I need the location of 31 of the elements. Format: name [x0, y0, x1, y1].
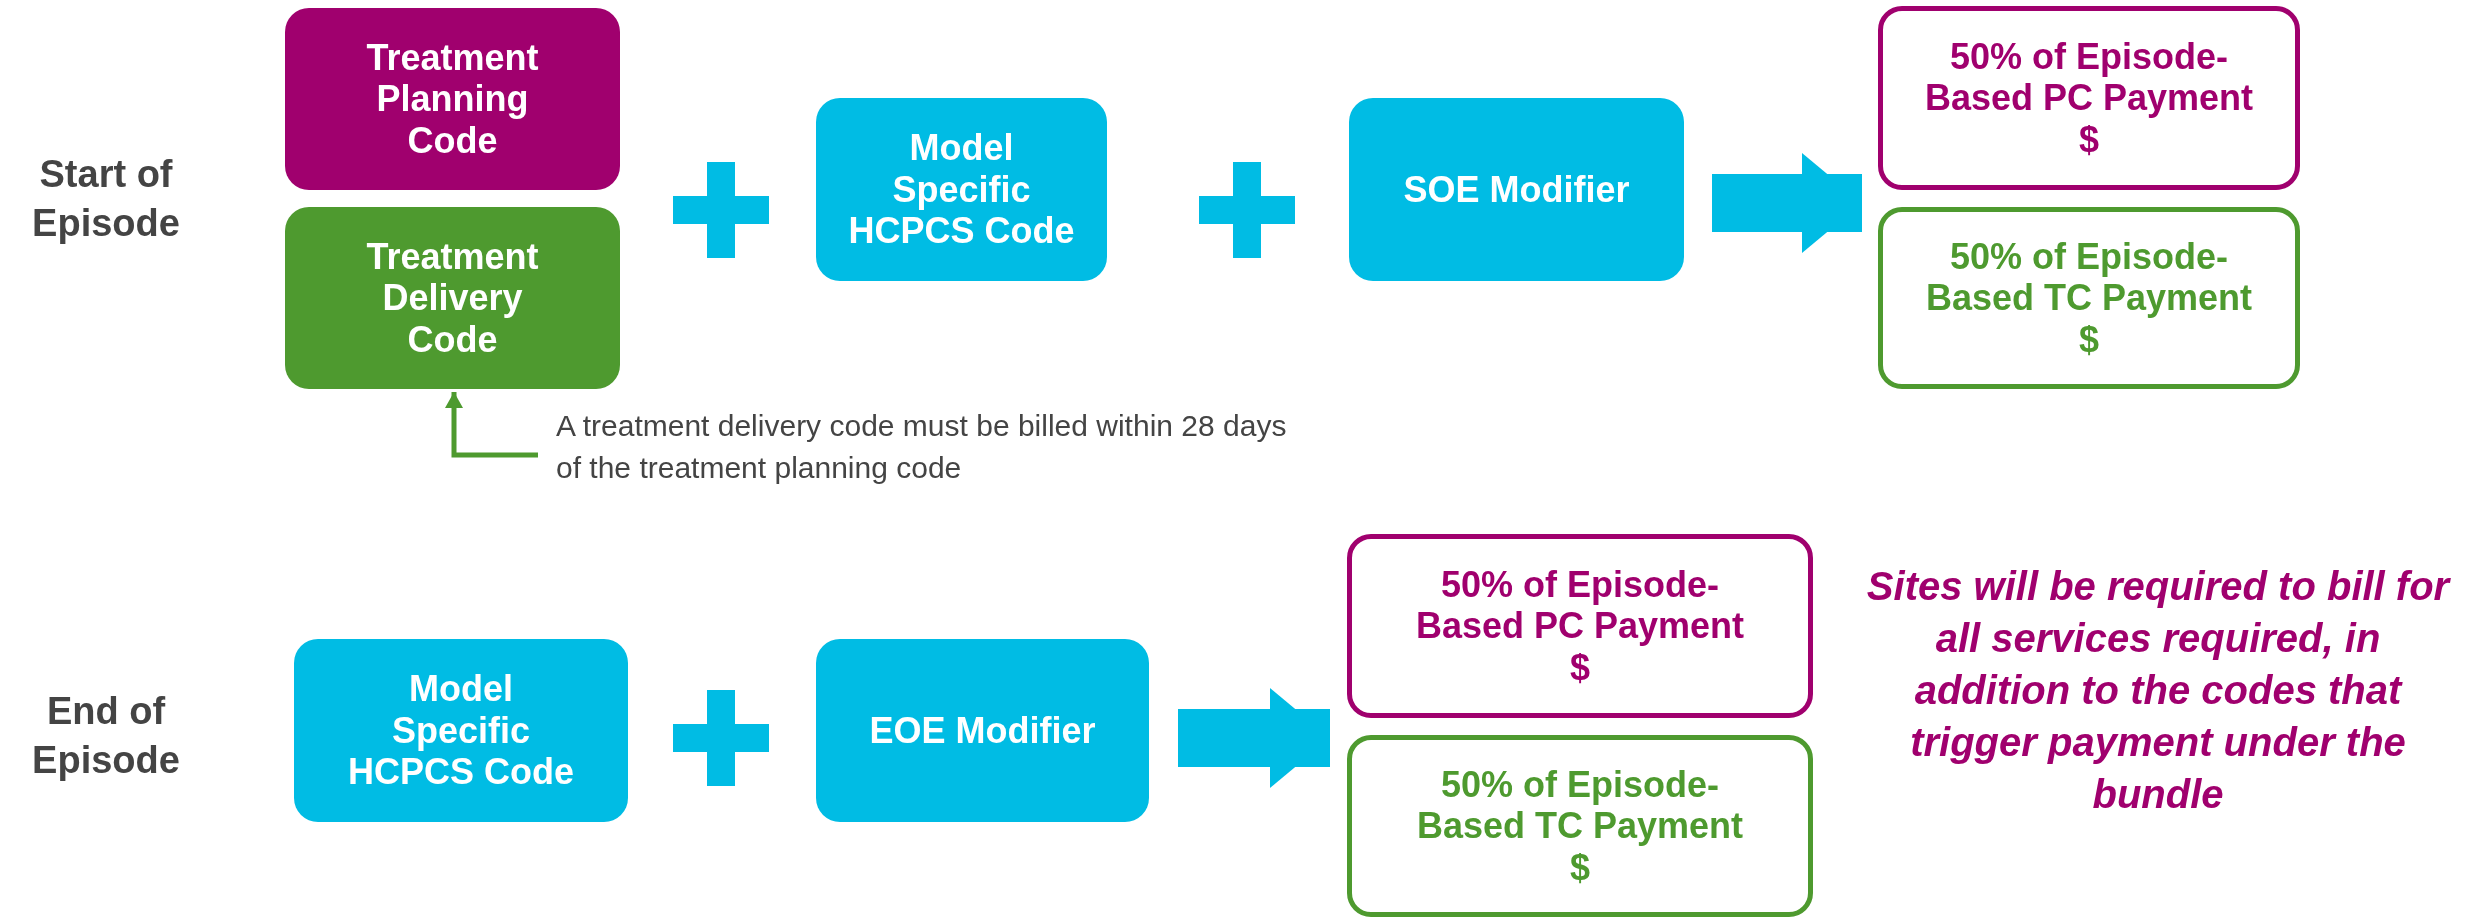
payment-box — [1878, 207, 2300, 389]
code-box — [285, 207, 620, 389]
block-arrow — [1712, 153, 1862, 253]
box-label: Treatment Planning Code — [365, 36, 540, 162]
payment-box — [1878, 6, 2300, 190]
code-box — [816, 98, 1107, 281]
section-label: Start of Episode — [31, 152, 181, 247]
price-symbol: $ — [2079, 318, 2099, 361]
code-box — [285, 8, 620, 190]
note-text: A treatment delivery code must be billed within 28 days of the treatment planning code — [556, 405, 1316, 489]
note-text: Sites will be required to bill for all services required, in addition to the codes that trigger payment under the bundle — [1865, 563, 2452, 818]
payment-box — [1347, 735, 1813, 917]
box-label: Model Specific HCPCS Code — [347, 668, 575, 793]
leader-arrow — [445, 392, 538, 458]
box-label: 50% of Episode-Based TC Payment — [1924, 235, 2254, 319]
price-symbol: $ — [2079, 118, 2099, 161]
code-box — [816, 639, 1149, 822]
code-box — [1349, 98, 1684, 281]
price-symbol: $ — [1570, 646, 1590, 689]
block-arrow — [1178, 688, 1330, 788]
box-label: 50% of Episode-Based PC Payment — [1414, 563, 1746, 647]
code-box — [294, 639, 628, 822]
box-label: EOE Modifier — [869, 709, 1096, 752]
payment-box — [1347, 534, 1813, 718]
box-label: Treatment Delivery Code — [365, 235, 540, 361]
section-label: End of Episode — [31, 689, 181, 784]
box-label: Model Specific HCPCS Code — [847, 127, 1076, 252]
price-symbol: $ — [1570, 846, 1590, 889]
box-label: 50% of Episode-Based PC Payment — [1923, 35, 2255, 119]
box-label: SOE Modifier — [1403, 168, 1630, 211]
box-label: 50% of Episode-Based TC Payment — [1415, 763, 1745, 847]
